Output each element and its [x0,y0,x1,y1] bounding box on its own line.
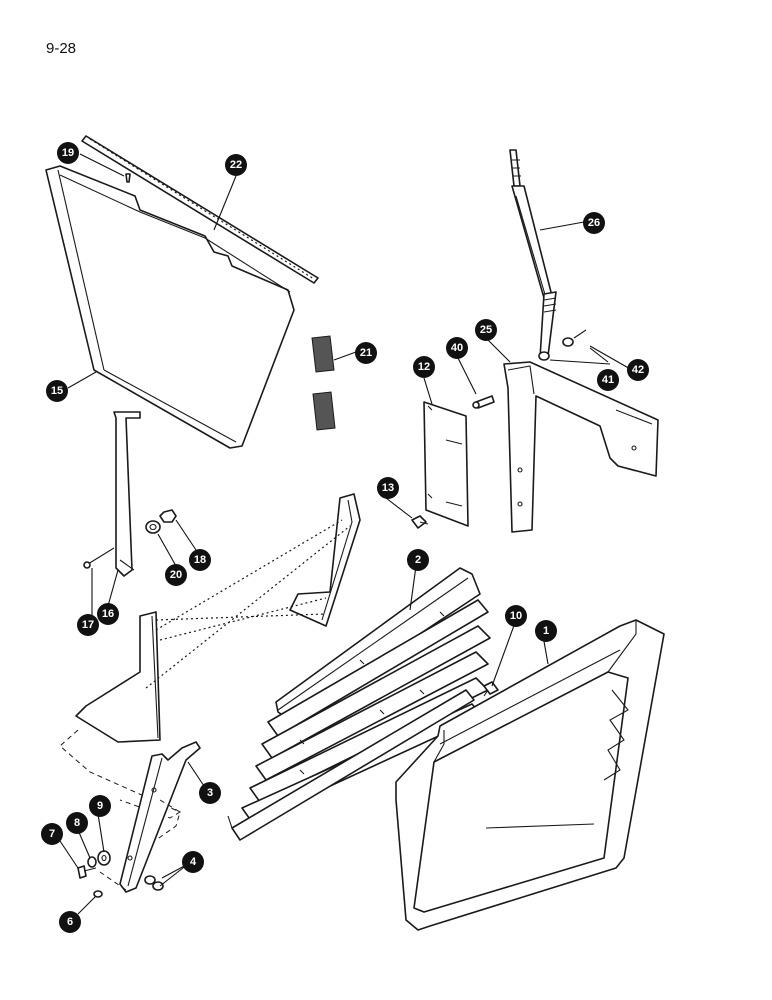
part-26-gas-strut [509,149,557,359]
part-15-panel [45,165,295,449]
callout-19: 19 [57,142,79,164]
part-22-seal-strip [81,135,319,284]
callout-13: 13 [377,477,399,499]
svg-text:21: 21 [360,347,372,359]
svg-text:7: 7 [49,828,55,840]
part-8-washer [87,856,97,868]
callout-20: 20 [165,564,187,586]
callout-12: 12 [413,356,435,378]
svg-text:3: 3 [207,787,213,799]
callout-41: 41 [597,369,619,391]
part-12-plate [423,401,469,527]
svg-text:26: 26 [588,217,600,229]
part-9-washer [97,850,111,866]
svg-text:12: 12 [418,361,430,373]
svg-text:18: 18 [194,554,206,566]
part-4-nuts [144,875,164,891]
part-25-l-bracket [503,361,659,533]
callout-1: 1 [535,620,557,642]
svg-text:13: 13 [382,482,394,494]
svg-text:16: 16 [102,608,114,620]
callout-26: 26 [583,212,605,234]
leader-lines [57,153,633,915]
callout-42: 42 [627,359,649,381]
svg-text:17: 17 [82,619,94,631]
callout-10: 10 [505,605,527,627]
callout-4: 4 [182,851,204,873]
callout-18: 18 [189,549,211,571]
part-18-nut [159,509,177,523]
callout-3: 3 [199,782,221,804]
svg-text:40: 40 [451,342,463,354]
svg-text:8: 8 [74,817,80,829]
callout-15: 15 [46,380,68,402]
part-10-screw [483,681,499,697]
svg-text:2: 2 [415,554,421,566]
part-41-washers [538,337,574,361]
callout-25: 25 [475,319,497,341]
part-42-pin [573,329,587,339]
svg-text:20: 20 [170,569,182,581]
part-6-nut [93,890,103,898]
svg-text:10: 10 [510,610,522,622]
callout-40: 40 [446,337,468,359]
callout-6: 6 [59,911,81,933]
svg-text:19: 19 [62,147,74,159]
svg-text:1: 1 [543,625,549,637]
svg-text:15: 15 [51,385,63,397]
part-13-screw [411,515,429,529]
svg-text:4: 4 [190,856,197,868]
callout-17: 17 [77,614,99,636]
callout-9: 9 [89,795,111,817]
callout-21: 21 [355,342,377,364]
dashed-guide-line-2 [155,799,181,841]
callout-2: 2 [407,549,429,571]
part-3-angle-bracket [119,741,201,893]
part-7-bolt [77,865,97,879]
part-20-washer [145,520,161,534]
part-21-foam-pads [311,335,336,431]
part-19-screw [125,173,131,183]
svg-text:41: 41 [602,374,614,386]
part-40-bolt [472,395,495,409]
callout-8: 8 [66,812,88,834]
svg-text:25: 25 [480,324,492,336]
svg-text:42: 42 [632,364,644,376]
part-2-louvre-grille [227,567,491,841]
callout-22: 22 [225,154,247,176]
part-16-bracket [113,411,141,577]
part-1-surround-frame [395,619,665,931]
svg-text:9: 9 [97,800,103,812]
callout-7: 7 [41,823,63,845]
svg-text:6: 6 [67,916,73,928]
page-number: 9-28 [46,40,77,57]
part-17-bolt [83,547,115,569]
svg-text:22: 22 [230,159,242,171]
callout-16: 16 [97,603,119,625]
